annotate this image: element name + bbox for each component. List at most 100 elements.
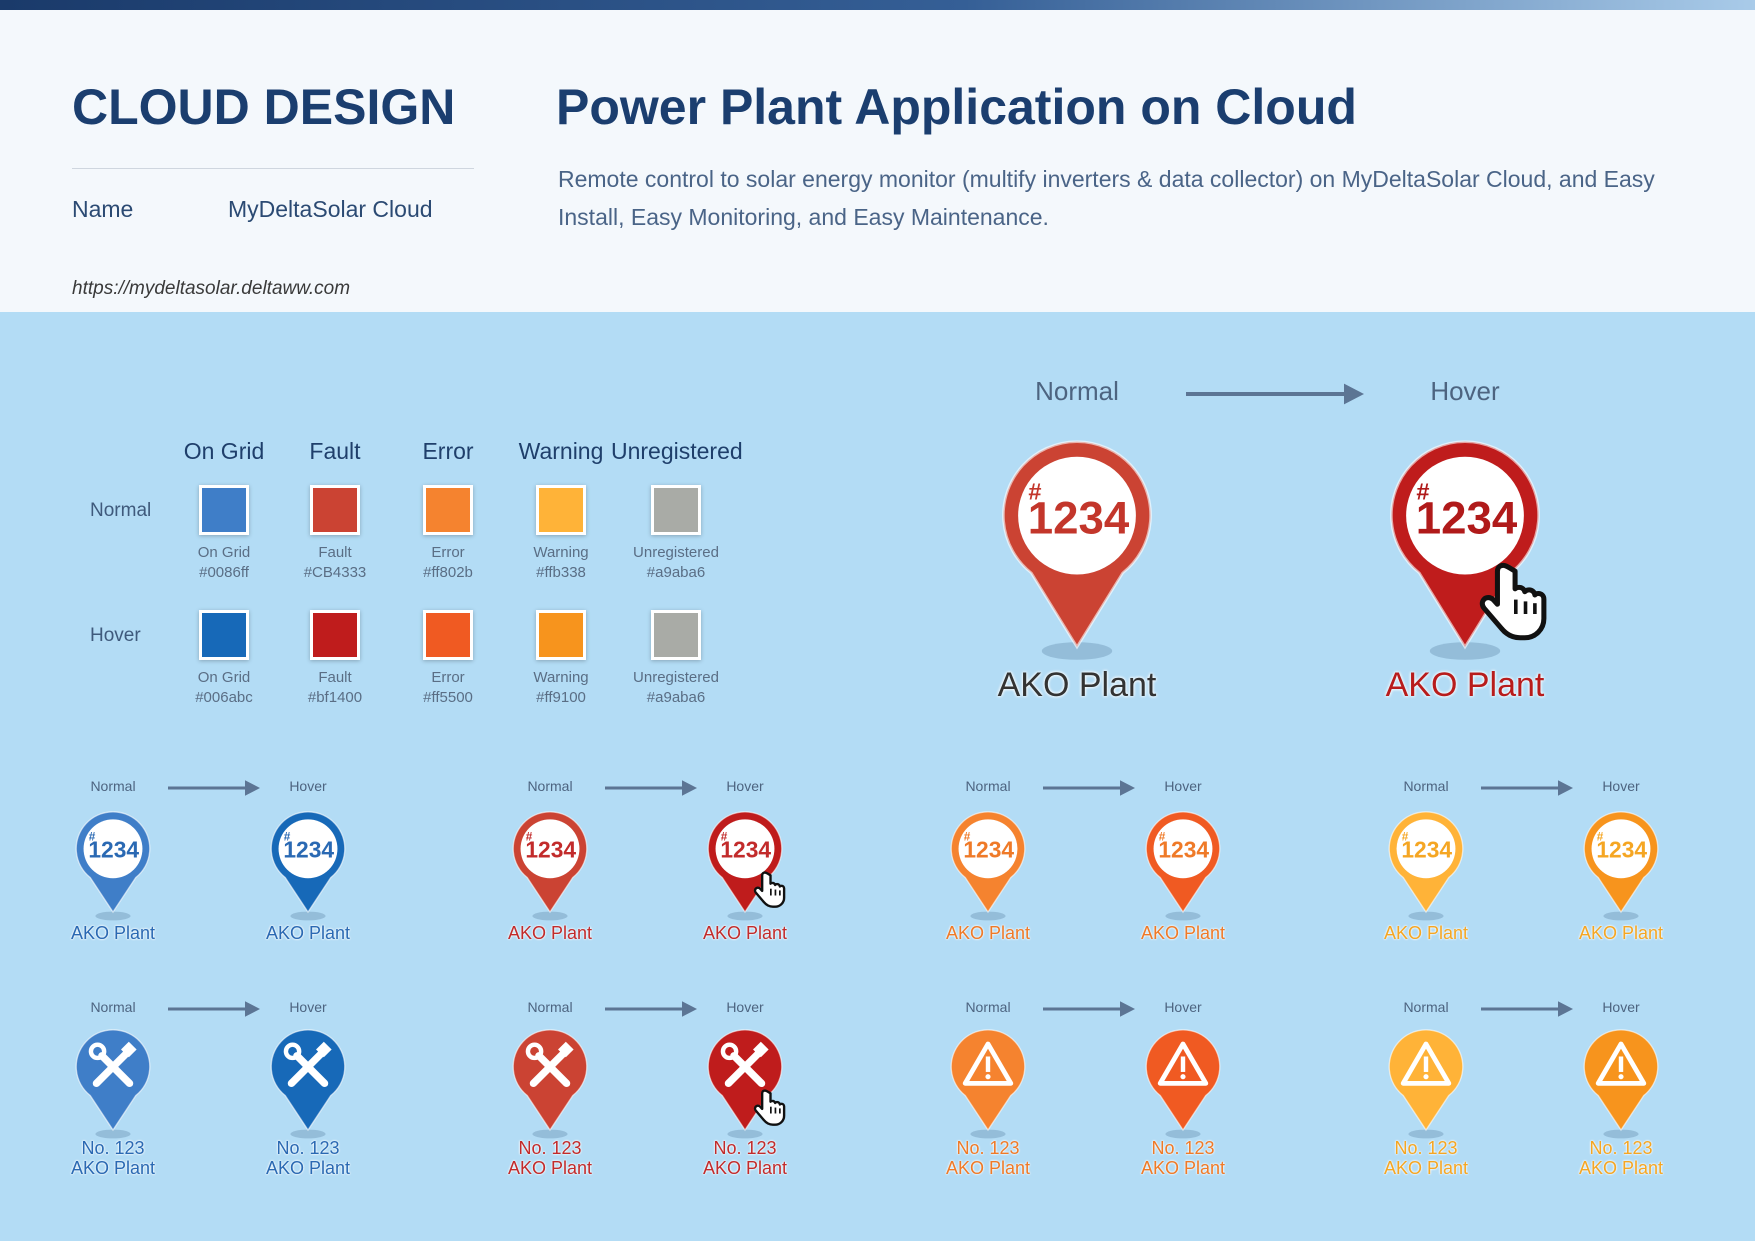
swatch-caption: Warning #ff9100 [491,668,631,708]
swatch-caption: On Grid#006abc [154,668,294,708]
plant-marker-on-grid-hover[interactable] [268,1028,348,1153]
plant-marker-error-hover[interactable]: #1234 [1143,810,1223,935]
name-value: MyDeltaSolar Cloud [228,196,433,222]
arrow-icon [168,779,260,802]
palette-column-header: On Grid [183,438,265,464]
plant-name: AKO Plant [702,1158,788,1178]
page-title: Power Plant Application on Cloud [556,79,1357,135]
color-swatch [199,610,249,660]
svg-text:1234: 1234 [88,837,139,863]
svg-text:1234: 1234 [1401,837,1452,863]
plant-name: AKO Plant [1578,923,1664,943]
swatch-name: Warning [533,669,589,686]
plant-marker-warning-normal[interactable] [1386,1028,1466,1153]
swatch-caption: On Grid #0086ff [154,543,294,583]
plant-name-label: AKO Plant [218,923,398,943]
color-swatch [310,485,360,535]
arrow-icon [1043,779,1135,802]
svg-text:1234: 1234 [525,837,576,863]
state-label-normal: Normal [1403,778,1449,794]
color-swatch [536,485,586,535]
svg-text:#: # [1416,478,1429,504]
color-swatch [199,485,249,535]
plant-marker-on-grid-normal[interactable] [73,1028,153,1153]
palette-row-label: Hover [90,625,141,646]
plant-name: AKO Plant [507,1158,593,1178]
arrow-icon [1481,1000,1573,1023]
plant-marker-warning-normal[interactable]: #1234 [1386,810,1466,935]
swatch-name: Unregistered [633,544,719,561]
swatch-caption: Error#ff5500 [378,668,518,708]
plant-marker-normal[interactable]: #1234 [997,440,1157,670]
svg-text:1234: 1234 [1158,837,1209,863]
plant-marker-fault-normal[interactable]: #1234 [510,810,590,935]
plant-name: AKO Plant [70,1158,156,1178]
swatch-name: On Grid [197,544,251,561]
swatch-name: Unregistered [633,669,719,686]
palette-column-header: Error [422,438,474,464]
swatch-hex: #bf1400 [307,689,363,706]
plant-marker-on-grid-hover[interactable]: #1234 [268,810,348,935]
site-url[interactable]: https://mydeltasolar.deltaww.com [72,278,351,299]
plant-number: No. 123 [276,1138,340,1158]
hand-cursor-icon [753,870,787,916]
swatch-hex: #ff9100 [536,689,586,706]
svg-text:#: # [284,831,291,844]
arrow-icon [1481,779,1573,802]
swatch-hex: #CB4333 [303,564,367,581]
wrench-screwdriver-icon [720,1041,769,1088]
plant-name-label: AKO Plant [460,923,640,943]
state-label-hover: Hover [289,999,327,1015]
plant-marker-fault-hover[interactable] [705,1028,785,1153]
svg-text:#: # [1597,831,1604,844]
arrow-icon [1043,1000,1135,1023]
plant-marker-warning-hover[interactable]: #1234 [1581,810,1661,935]
svg-text:#: # [526,831,533,844]
svg-text:1234: 1234 [720,837,771,863]
plant-marker-error-normal[interactable]: #1234 [948,810,1028,935]
state-label-hover: Hover [1602,999,1640,1015]
swatch-caption: Warning#ffb338 [491,543,631,583]
state-label-normal: Normal [90,778,136,794]
warning-triangle-icon [962,1041,1014,1086]
plant-number: No. 123 [518,1138,582,1158]
plant-marker-warning-hover[interactable] [1581,1028,1661,1153]
swatch-caption: Fault#bf1400 [265,668,405,708]
plant-number: No. 123 [956,1138,1020,1158]
plant-marker-error-hover[interactable] [1143,1028,1223,1153]
plant-name-label: AKO Plant [655,923,835,943]
plant-number: No. 123 [1589,1138,1653,1158]
swatch-hex: #ffb338 [536,564,586,581]
state-label-normal: Normal [527,999,573,1015]
state-label-normal: Normal [1403,999,1449,1015]
plant-marker-fault-hover[interactable]: #1234 [705,810,785,935]
plant-marker-on-grid-normal[interactable]: #1234 [73,810,153,935]
svg-text:1234: 1234 [1416,492,1518,543]
header-panel [0,10,1755,312]
plant-marker-error-normal[interactable] [948,1028,1028,1153]
plant-name-label: AKO Plant [1336,923,1516,943]
plant-name-label: AKO Plant [997,666,1157,704]
svg-text:1234: 1234 [1596,837,1647,863]
swatch-caption: Unregistered#a9aba6 [606,668,746,708]
plant-name-label: AKO Plant [898,923,1078,943]
swatch-name: Fault [318,544,352,561]
plant-number: No. 123 [1151,1138,1215,1158]
state-label-hover: Hover [726,999,764,1015]
plant-name: AKO Plant [1140,923,1226,943]
swatch-hex: #a9aba6 [646,564,706,581]
warning-triangle-icon [1157,1041,1209,1086]
plant-marker-hover[interactable]: #1234 [1385,440,1545,670]
state-label-hover: Hover [1164,999,1202,1015]
plant-name: AKO Plant [945,1158,1031,1178]
plant-marker-fault-normal[interactable] [510,1028,590,1153]
plant-name: AKO Plant [507,923,593,943]
swatch-hex: #0086ff [199,564,249,581]
swatch-hex: #006abc [195,689,253,706]
state-label-normal: Normal [965,778,1011,794]
plant-number: No. 123 [713,1138,777,1158]
